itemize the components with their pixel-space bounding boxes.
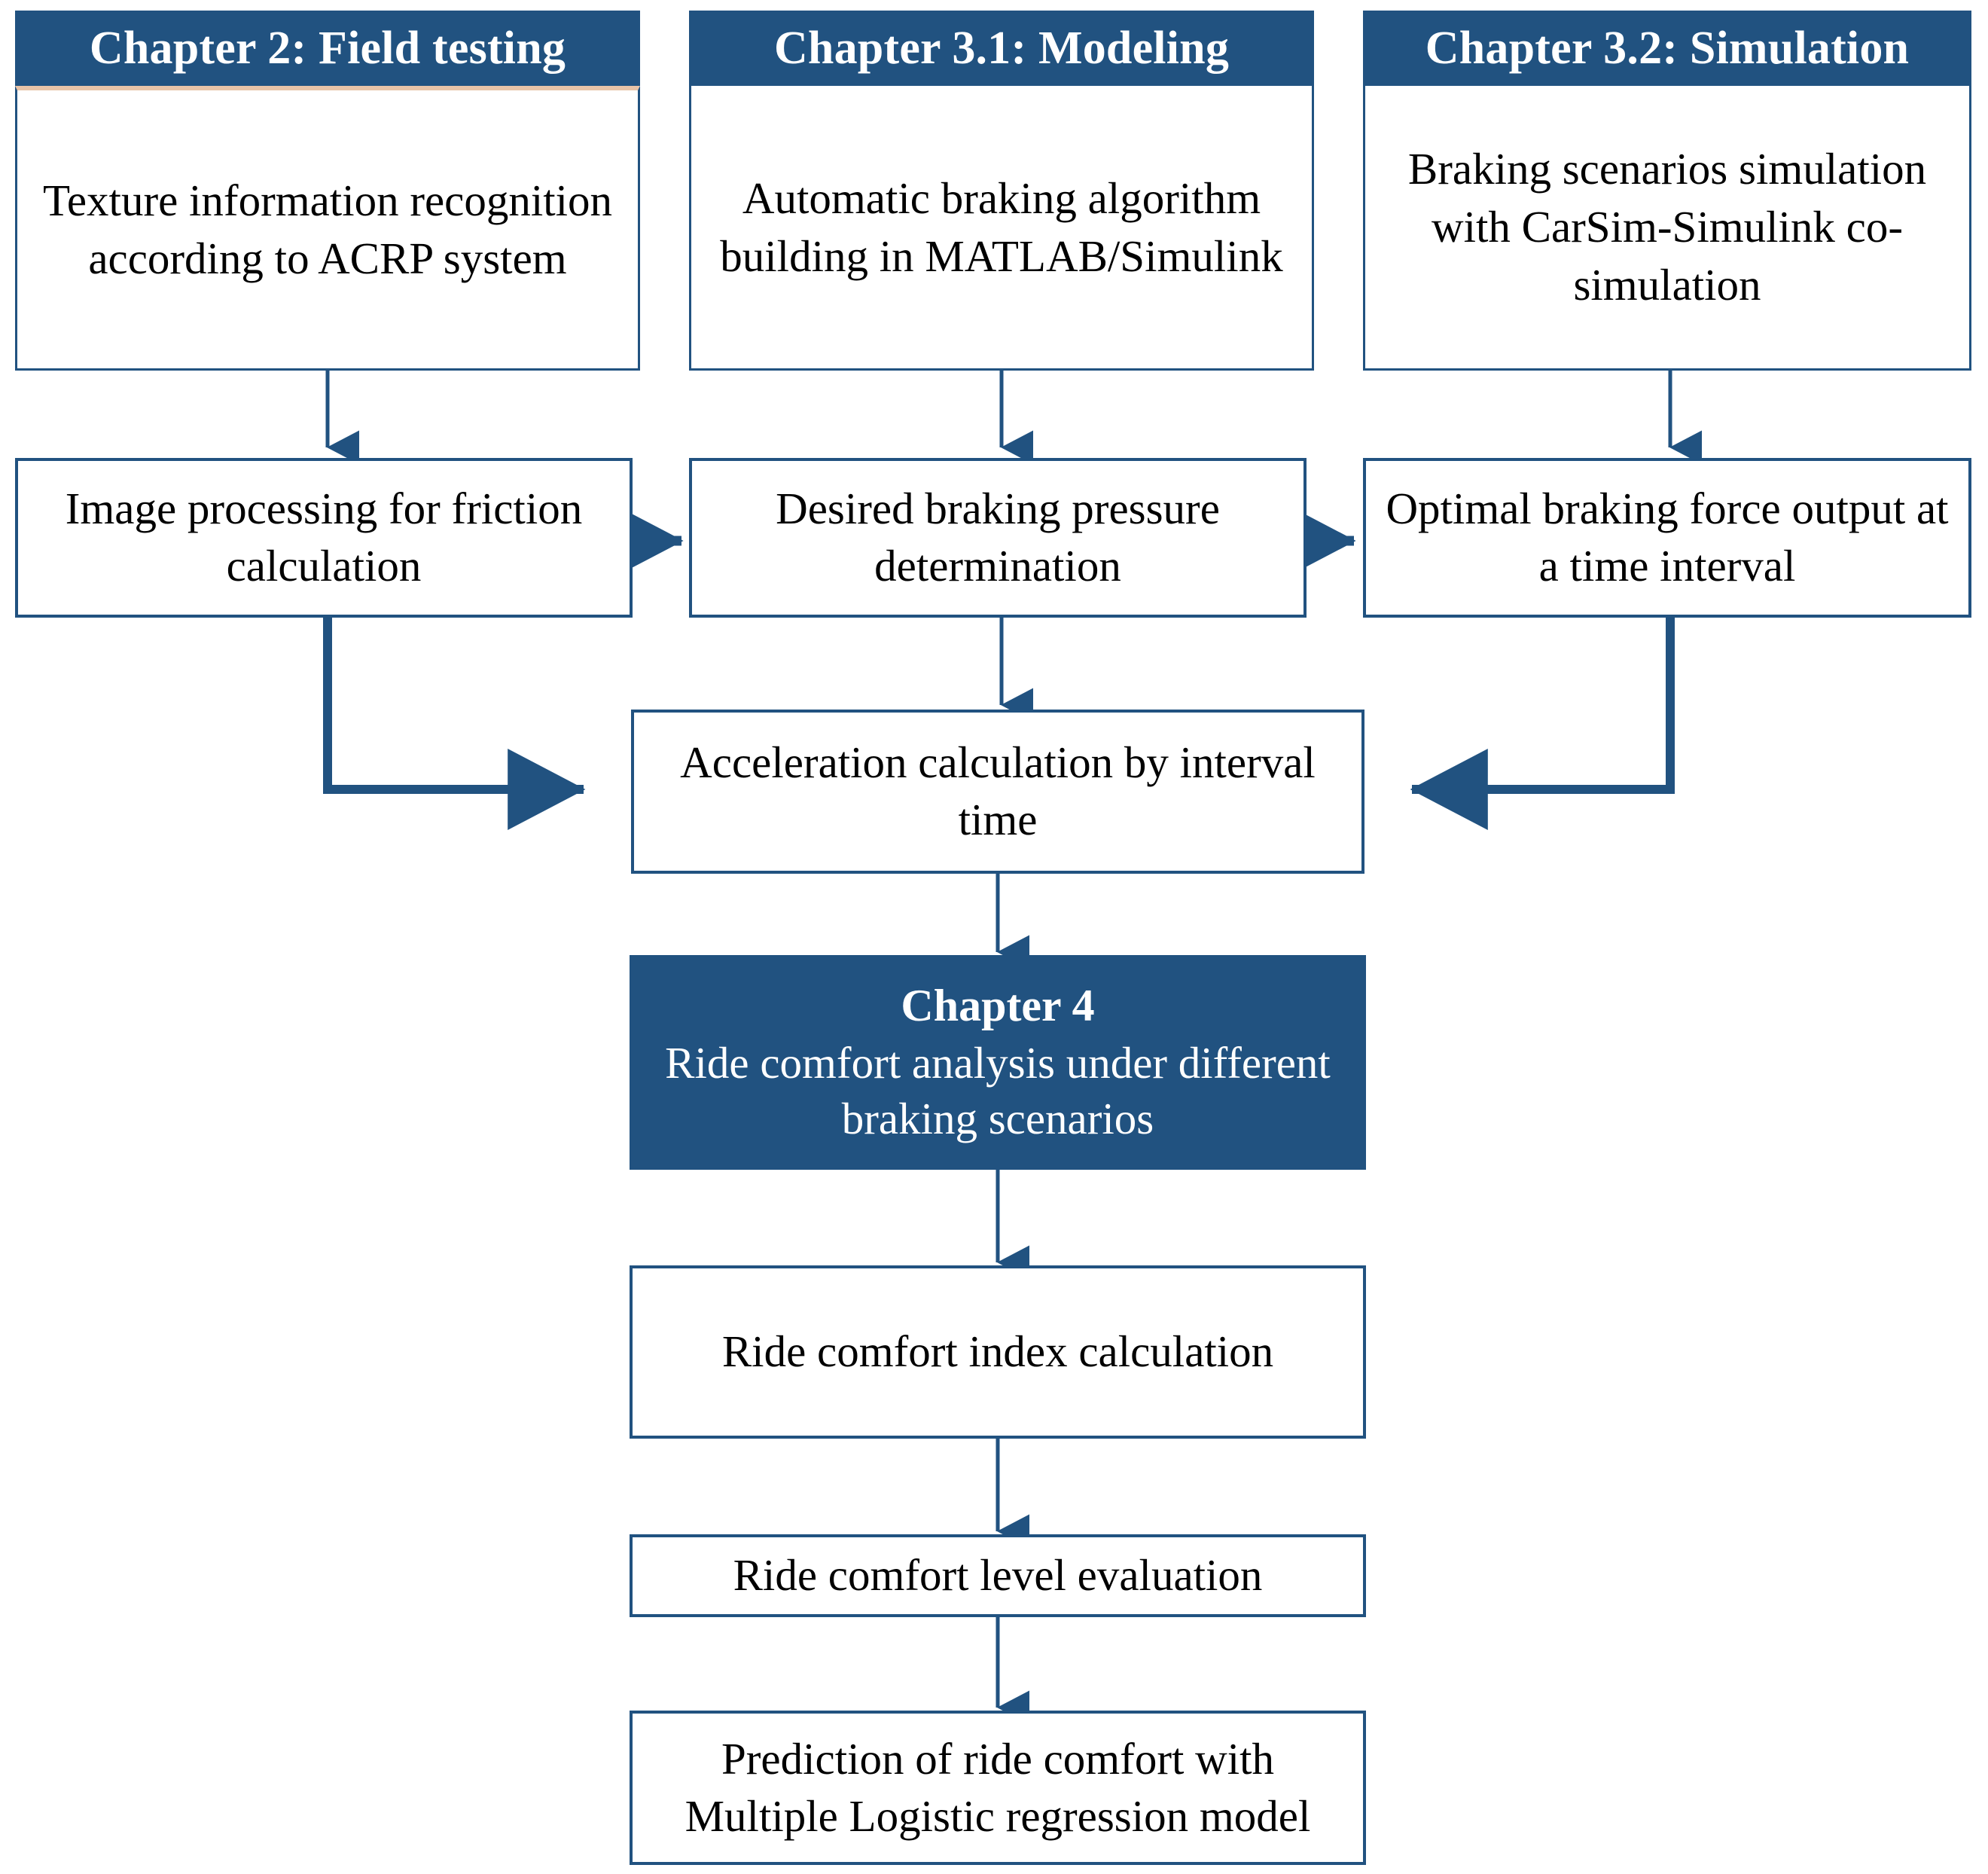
card-chapter-3-1-header: Chapter 3.1: Modeling [689,11,1314,86]
node-prediction-model-label: Prediction of ride comfort with Multiple… [685,1733,1311,1841]
card-chapter-3-2[interactable]: Chapter 3.2: Simulation Braking scenario… [1363,11,1971,371]
card-chapter-3-1[interactable]: Chapter 3.1: Modeling Automatic braking … [689,11,1314,371]
card-chapter-3-1-body: Automatic braking algorithm building in … [689,86,1314,371]
node-ride-comfort-index-label: Ride comfort index calculation [721,1326,1274,1377]
node-image-processing[interactable]: Image processing for friction calculatio… [15,458,633,618]
node-chapter-4-subtitle: Ride comfort analysis under different br… [665,1037,1331,1144]
card-chapter-2[interactable]: Chapter 2: Field testing Texture informa… [15,11,640,371]
node-ride-comfort-index[interactable]: Ride comfort index calculation [630,1265,1366,1439]
node-desired-braking-pressure-label: Desired braking pressure determination [776,484,1220,591]
node-optimal-braking-force-label: Optimal braking force output at a time i… [1386,484,1949,591]
node-ride-comfort-level-label: Ride comfort level evaluation [733,1550,1263,1601]
node-optimal-braking-force[interactable]: Optimal braking force output at a time i… [1363,458,1971,618]
node-chapter-4[interactable]: Chapter 4 Ride comfort analysis under di… [630,955,1366,1170]
node-acceleration-calculation[interactable]: Acceleration calculation by interval tim… [631,710,1364,874]
edge-force-to-acceleration [1410,618,1675,830]
card-chapter-3-2-header: Chapter 3.2: Simulation [1363,11,1971,86]
node-image-processing-label: Image processing for friction calculatio… [65,484,583,591]
card-chapter-2-header: Chapter 2: Field testing [15,11,640,86]
edge-image-processing-to-acceleration [323,618,586,830]
node-prediction-model[interactable]: Prediction of ride comfort with Multiple… [630,1711,1366,1865]
node-acceleration-calculation-label: Acceleration calculation by interval tim… [680,737,1316,844]
card-chapter-2-body: Texture information recognition accordin… [15,86,640,371]
node-desired-braking-pressure[interactable]: Desired braking pressure determination [689,458,1307,618]
card-chapter-3-2-body: Braking scenarios simulation with CarSim… [1363,86,1971,371]
node-chapter-4-title: Chapter 4 [901,981,1095,1031]
node-ride-comfort-level[interactable]: Ride comfort level evaluation [630,1534,1366,1617]
